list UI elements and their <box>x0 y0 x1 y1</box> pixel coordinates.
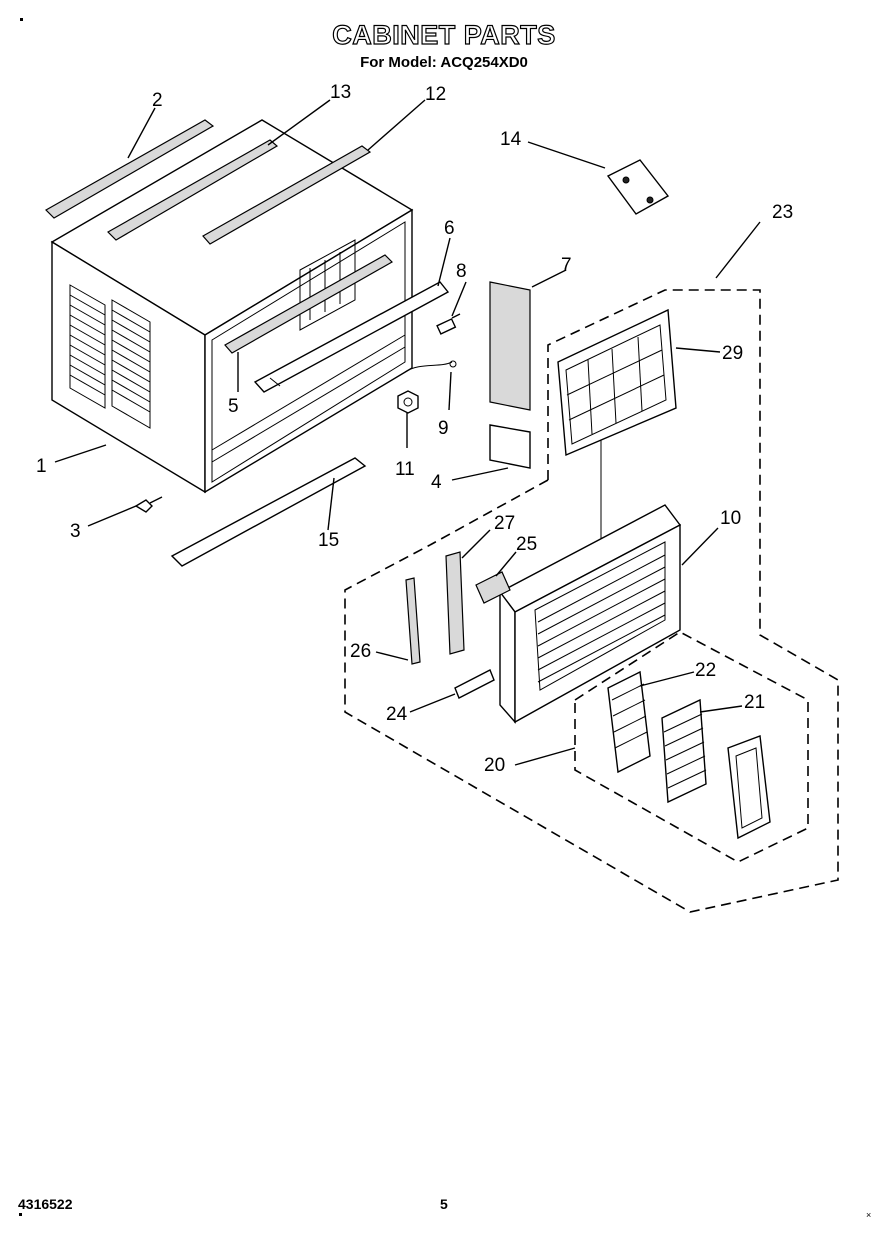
seal-strip-2 <box>45 119 215 219</box>
callout-27: 27 <box>494 513 515 534</box>
corner-mark: × <box>866 1210 872 1220</box>
callout-4: 4 <box>431 472 442 493</box>
corner-mark <box>19 1213 22 1216</box>
inner-boundary <box>429 479 549 546</box>
callout-3: 3 <box>70 521 81 542</box>
callout-26: 26 <box>350 641 371 662</box>
bracket-6 <box>253 281 450 393</box>
screw-3 <box>134 496 163 513</box>
callout-21: 21 <box>744 692 765 713</box>
corner-mark <box>20 18 23 21</box>
callout-10: 8 <box>456 261 467 282</box>
filter-grille-29 <box>557 308 677 457</box>
page-number: 5 <box>440 1196 448 1212</box>
callout-14: 14 <box>500 129 522 150</box>
callout-5: 5 <box>228 396 239 417</box>
callout-15: 15 <box>318 530 339 551</box>
pad-25 <box>475 571 511 604</box>
block-24 <box>454 669 495 699</box>
block-4 <box>489 424 531 469</box>
front-grille-8 <box>498 504 682 724</box>
assembly-boundary-23 <box>344 289 839 913</box>
filter-pad-7 <box>489 281 531 411</box>
callout-1: 1 <box>36 456 47 477</box>
callout-11: 11 <box>395 459 415 480</box>
callout-6: 6 <box>444 218 455 239</box>
strip-27 <box>445 551 465 655</box>
seal-strip-13 <box>107 139 279 241</box>
callout-22: 22 <box>695 660 716 681</box>
callout-13: 13 <box>330 82 351 103</box>
bracket-15 <box>170 457 367 567</box>
callout-29: 29 <box>722 343 743 364</box>
callout-8: 10 <box>720 508 741 529</box>
model-subtitle: For Model: ACQ254XD0 <box>360 54 528 71</box>
callout-24: 24 <box>386 704 408 725</box>
callout-12: 12 <box>425 84 446 105</box>
callout-9: 9 <box>438 418 449 439</box>
louvre-22 <box>607 670 651 774</box>
rail-5 <box>224 254 393 354</box>
louvre-21 <box>661 698 707 804</box>
clip-14 <box>606 159 670 215</box>
strip-26 <box>405 577 421 665</box>
screw-10 <box>436 313 461 335</box>
callout-23: 23 <box>772 202 793 223</box>
page-title: CABINET PARTS <box>332 19 556 50</box>
nut-11 <box>397 390 419 414</box>
leader-lines <box>54 99 761 766</box>
assembly-boundary-20 <box>574 631 809 863</box>
document-number: 4316522 <box>18 1196 73 1212</box>
callout-7: 7 <box>561 255 572 276</box>
wire-9 <box>404 361 453 373</box>
callout-20: 20 <box>484 755 505 776</box>
side-frame <box>727 735 771 840</box>
callout-25: 25 <box>516 534 537 555</box>
callout-2: 2 <box>152 90 163 111</box>
seal-strip-12 <box>202 145 372 245</box>
cabinet-louvres <box>69 284 151 429</box>
